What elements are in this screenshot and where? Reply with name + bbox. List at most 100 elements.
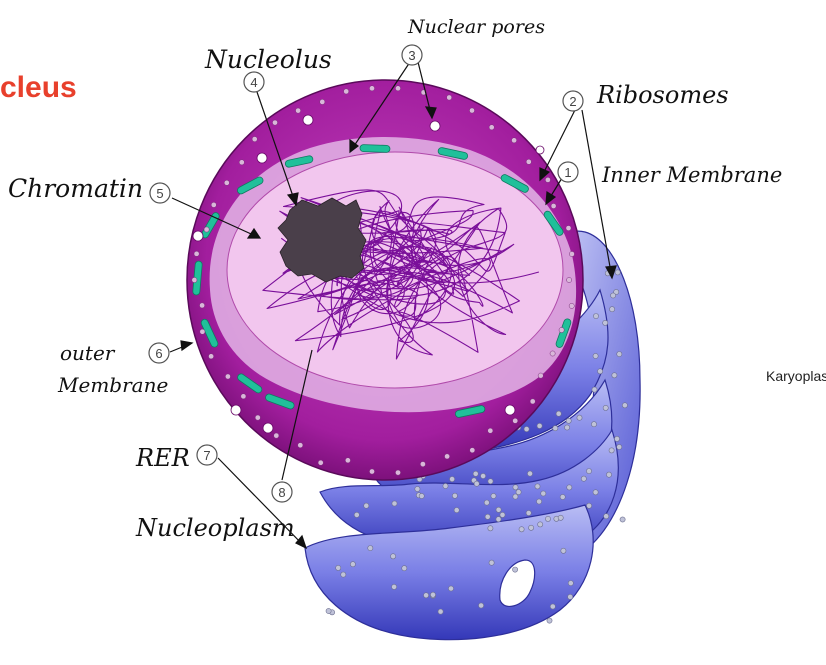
ribosome-dot (565, 417, 572, 424)
marker-number-6: 6 (155, 346, 162, 361)
ribosome-dot (534, 483, 541, 490)
ribosome-dot (567, 580, 574, 586)
ribosome-dot (395, 85, 401, 92)
ribosome-dot (549, 350, 556, 357)
ribosome-dot (367, 545, 374, 551)
leader-line (581, 109, 613, 279)
ribosome-dot (512, 417, 519, 424)
ribosome-dot (603, 513, 610, 520)
ribosome-dot (592, 489, 599, 496)
ribosome-dot (495, 516, 502, 523)
ribosome-dot (529, 398, 536, 405)
ribosome-dot (208, 353, 214, 360)
marker-8 (271, 481, 293, 503)
ribosome-dot (353, 512, 360, 518)
ribosome-dot (295, 107, 301, 114)
ribosome-dot (606, 471, 612, 478)
er-lumen-opening (499, 559, 536, 608)
handwritten-labels: Inner Membrane Ribosomes Nuclear pores N… (8, 16, 782, 542)
leader-line (349, 61, 411, 153)
opening (230, 404, 242, 416)
ribosome-dot (593, 313, 599, 319)
page-title: cleus (0, 71, 77, 104)
ribosome-dot (540, 490, 547, 497)
ribosome-dot (614, 269, 621, 276)
leader-line (256, 91, 297, 206)
ribosome-dot (555, 410, 562, 417)
ribosome-dot (610, 292, 616, 299)
ribosome-dot (335, 565, 342, 571)
ribosome-dot (552, 425, 559, 432)
arrowhead (286, 192, 299, 207)
ribosome-dot (566, 484, 573, 491)
ribosome-dot (591, 386, 598, 393)
opening (256, 152, 268, 164)
marker-number-3: 3 (408, 48, 415, 63)
ribosome-dot (446, 94, 453, 101)
label-nucleoplasm: Nucleoplasm (135, 514, 295, 542)
ribosome-dot (349, 561, 356, 568)
leader-line (281, 349, 313, 481)
ribosome-dot (512, 493, 519, 500)
ribosome-dot (448, 585, 454, 592)
marker-4 (243, 71, 265, 93)
opening (302, 114, 314, 126)
ribosome-dot (484, 513, 491, 520)
ribosome-dot (616, 351, 623, 357)
ribosome-dot (515, 489, 522, 495)
ribosome-dot (512, 484, 519, 491)
marker-3 (401, 44, 423, 66)
ribosome-dot (240, 393, 247, 400)
er-sheet-bottom (304, 504, 594, 641)
ribosome-dot (602, 404, 609, 411)
pore (500, 174, 529, 193)
ribosome-dot (487, 525, 494, 532)
ribosome-dot (545, 177, 551, 183)
ribosome-dot (511, 137, 517, 144)
label-outer-membrane-line1: outer (60, 341, 116, 365)
ribosome-dot (609, 306, 615, 313)
ribosome-dot (614, 435, 620, 442)
ribosome-dot (569, 251, 575, 257)
number-markers (148, 44, 584, 503)
ribosome-dot (483, 499, 490, 506)
marker-1 (557, 161, 579, 183)
opening (504, 404, 516, 416)
pore (359, 144, 391, 153)
ribosome-dot (545, 516, 551, 522)
ribosome-dot (546, 617, 553, 624)
ribosome-dot (199, 302, 205, 309)
marker-number-8: 8 (278, 485, 285, 500)
pore (265, 393, 295, 410)
ribosome-dot (363, 502, 370, 509)
label-nuclear-pores: Nuclear pores (407, 16, 545, 38)
ribosome-dot (390, 553, 396, 560)
ribosome-dot (297, 442, 304, 449)
opening (535, 145, 545, 155)
label-nucleolus: Nucleolus (204, 45, 332, 74)
ribosome-dot (469, 107, 475, 114)
leader-line (217, 457, 307, 549)
ribosome-dot (343, 88, 350, 95)
arrowhead (605, 265, 617, 280)
marker-number-2: 2 (569, 94, 576, 109)
ribosome-dot (499, 512, 506, 518)
ribosome-dot (395, 469, 401, 476)
ribosome-dot (418, 493, 425, 499)
ribosome-dot (401, 565, 408, 572)
ribosome-dot (225, 373, 231, 380)
ribosome-dot (210, 202, 217, 208)
label-inner-membrane: Inner Membrane (601, 163, 782, 187)
marker-7 (196, 444, 218, 466)
marker-number-5: 5 (156, 186, 163, 201)
ribosome-dot (536, 422, 543, 429)
ribosome-dot (557, 514, 564, 521)
ribosome-dot (437, 608, 444, 615)
ribosome-dot (223, 179, 230, 186)
arrowhead (545, 190, 557, 206)
marker-numbers: 1 2 3 4 5 6 7 8 (155, 48, 576, 500)
ribosome-dot (317, 459, 324, 466)
ribosome-dot (591, 421, 597, 428)
ribosome-dot (528, 524, 534, 531)
